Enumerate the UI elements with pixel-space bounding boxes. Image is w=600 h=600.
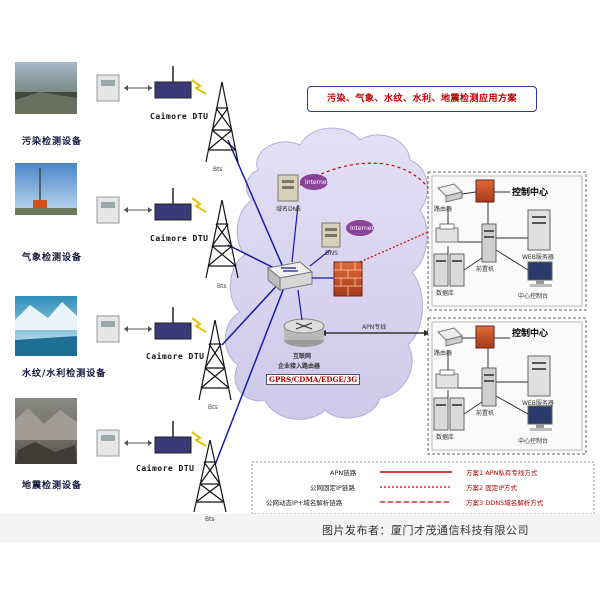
cc2-console-label: 中心控制台 — [518, 438, 549, 445]
signal-bolt-icon — [191, 79, 207, 95]
signal-bolt-icon — [191, 317, 207, 333]
web-server-icon — [527, 355, 551, 397]
site-hydrology — [15, 296, 232, 401]
site-weather — [15, 163, 239, 279]
legend-right-1: 方案1 APN私有专线方式 — [466, 469, 538, 477]
printer-icon — [435, 373, 459, 389]
cc1-frontend-label: 前置机 — [476, 266, 495, 273]
site-label-hydrology: 水纹/水利检测设备 — [22, 369, 107, 379]
monitor-device-icon — [96, 74, 120, 102]
dtu-label-3: Caimore DTU — [146, 352, 205, 361]
monitor-device-icon — [96, 196, 120, 224]
cc2-router-label: 路由器 — [434, 350, 453, 357]
dtu-modem-icon — [154, 81, 192, 99]
dtu-label-4: Caimore DTU — [136, 464, 195, 473]
network-types-label: GPRS/CDMA/EDGE/3G — [266, 374, 361, 385]
dtu-label-2: Caimore DTU — [150, 234, 209, 243]
cc1-web-label: WEB服务器 — [522, 254, 554, 261]
site-pollution — [15, 62, 239, 163]
dtu-modem-icon — [154, 436, 192, 454]
legend-right-3: 方案3 DDNS域名解析方式 — [466, 499, 544, 507]
control-center-1 — [427, 171, 587, 311]
bts-tower-icon — [205, 199, 239, 279]
site-label-earthquake: 地震检测设备 — [22, 481, 83, 491]
footer-band — [0, 514, 600, 542]
cc2-db-label: 数据库 — [436, 434, 455, 441]
legend-left-2: 公网固定IP链路 — [310, 484, 355, 492]
router-label-2: 企业接入路由器 — [278, 363, 321, 370]
dtu-modem-icon — [154, 203, 192, 221]
database-server-icon — [433, 253, 465, 287]
cc2-web-label: WEB服务器 — [522, 400, 554, 407]
internet-label-2: Internet — [350, 225, 374, 232]
enterprise-router-icon — [283, 318, 325, 347]
control-center-2-title: 控制中心 — [512, 329, 549, 339]
legend-right-2: 方案2 固定IP方式 — [466, 484, 518, 492]
frontend-server-icon — [481, 223, 497, 263]
firewall-icon — [475, 179, 495, 203]
bts-tower-icon — [193, 439, 227, 513]
diagram-title: 污染、气象、水纹、水利、地震检测应用方案 — [307, 86, 537, 112]
router-label-1: 互联网 — [293, 353, 312, 360]
database-server-icon — [433, 397, 465, 431]
internet-cloud — [225, 127, 428, 420]
network-switch-icon — [266, 261, 314, 292]
site-label-pollution: 污染检测设备 — [22, 137, 83, 147]
internet-label-1: Internet — [305, 179, 329, 186]
fixed-ip-link — [359, 231, 429, 263]
publisher-footer: 图片发布者：厦门才茂通信科技有限公司 — [322, 524, 529, 537]
router-icon — [437, 327, 463, 347]
legend-left-3: 公网动态IP+域名解析链路 — [266, 499, 343, 507]
site-earthquake — [15, 398, 227, 513]
signal-bolt-icon — [191, 431, 207, 447]
legend — [251, 461, 595, 515]
bts-label-2: Bts — [217, 283, 227, 290]
dns-domain-label: 域名DNS — [276, 206, 301, 213]
cc1-console-label: 中心控制台 — [518, 293, 549, 300]
frontend-server-icon — [481, 367, 497, 407]
bts-label-3: Bts — [208, 404, 218, 411]
signal-bolt-icon — [191, 197, 207, 213]
dns-label: DNS — [325, 250, 338, 257]
apn-line-label: APN专线 — [362, 324, 387, 331]
control-center-1-title: 控制中心 — [512, 188, 549, 198]
firewall-icon — [333, 261, 363, 297]
bts-label-1: Bts — [213, 166, 223, 173]
monitor-device-icon — [96, 315, 120, 343]
cc1-router-label: 路由器 — [434, 206, 453, 213]
bts-tower-icon — [198, 319, 232, 401]
site-label-weather: 气象检测设备 — [22, 253, 83, 263]
bts-tower-icon — [205, 81, 239, 163]
dtu-modem-icon — [154, 322, 192, 340]
router-icon — [437, 183, 463, 203]
monitor-console-icon — [527, 405, 553, 431]
monitor-device-icon — [96, 429, 120, 457]
bts-label-4: Bts — [205, 516, 215, 523]
ddns-link — [299, 162, 431, 191]
cc2-frontend-label: 前置机 — [476, 410, 495, 417]
firewall-icon — [475, 325, 495, 349]
printer-icon — [435, 227, 459, 243]
legend-left-1: APN链路 — [330, 469, 357, 477]
monitor-console-icon — [527, 261, 553, 287]
dns-domain-server-icon — [277, 174, 328, 202]
cc1-db-label: 数据库 — [436, 290, 455, 297]
control-center-2 — [427, 317, 587, 455]
dns-server-icon — [321, 220, 374, 248]
dtu-label-1: Caimore DTU — [150, 112, 209, 121]
web-server-icon — [527, 209, 551, 251]
